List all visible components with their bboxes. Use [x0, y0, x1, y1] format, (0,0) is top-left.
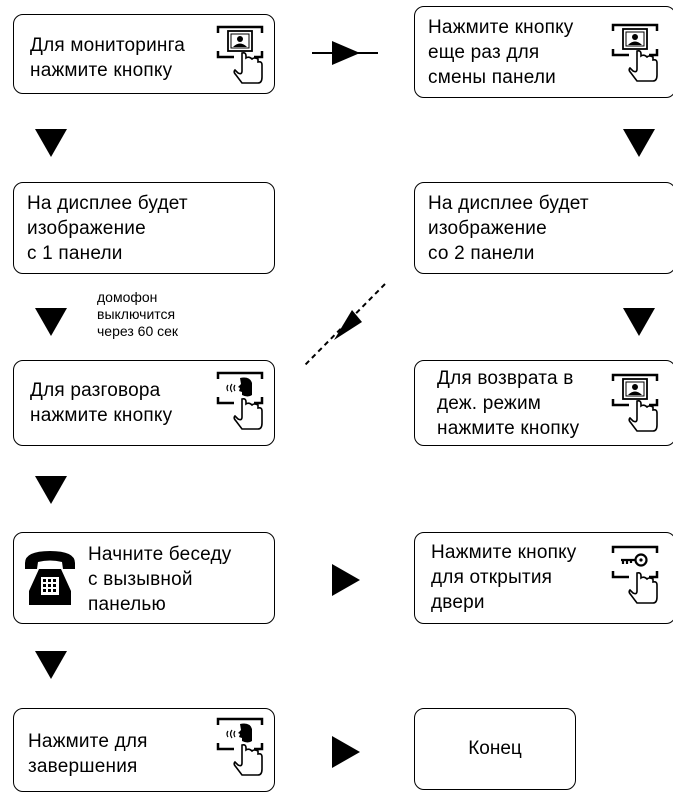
- arrow-down-left-1: [35, 129, 67, 157]
- monitor-button-icon: [611, 373, 659, 432]
- step-return-box: Для возврата в деж. режим нажмите кнопку: [414, 360, 673, 446]
- step-display2-text: На дисплее будет изображение со 2 панели: [428, 193, 589, 264]
- monitor-button-icon: [611, 23, 659, 82]
- arrow-down-left-4: [35, 651, 67, 679]
- arrow-right-row1: [312, 41, 378, 65]
- monitor-button-icon: [216, 25, 264, 84]
- step-talk-text: Для разговора нажмите кнопку: [30, 380, 173, 426]
- step-display1-box: На дисплее будет изображение с 1 панели: [13, 182, 275, 274]
- talk-button-icon: [216, 371, 264, 430]
- arrow-down-left-2: [35, 308, 67, 336]
- step-return-text: Для возврата в деж. режим нажмите кнопку: [437, 368, 580, 439]
- step-finish-text: Нажмите для завершения: [28, 731, 148, 777]
- telephone-icon: [25, 551, 75, 605]
- step-open-door-text: Нажмите кнопку для открытия двери: [431, 542, 577, 613]
- arrow-down-right-2: [623, 308, 655, 336]
- step-converse-box: Начните беседу с вызывной панелью: [13, 532, 275, 624]
- arrow-right-row5: [332, 736, 360, 768]
- step-display1-text: На дисплее будет изображение с 1 панели: [27, 193, 188, 264]
- step-display2-box: На дисплее будет изображение со 2 панели: [414, 182, 673, 274]
- step-end-text: Конец: [468, 738, 522, 759]
- key-button-icon: [611, 545, 659, 604]
- step-talk-box: Для разговора нажмите кнопку: [13, 360, 275, 446]
- step-converse-text: Начните беседу с вызывной панелью: [88, 544, 232, 615]
- arrow-down-left-3: [35, 476, 67, 504]
- arrow-dashed-diagonal: [303, 283, 386, 367]
- talk-button-icon: [216, 717, 264, 776]
- step-monitor-box: Для мониторинга нажмите кнопку: [13, 14, 275, 94]
- step-monitor-text: Для мониторинга нажмите кнопку: [30, 35, 186, 81]
- arrow-down-right-1: [623, 129, 655, 157]
- step-open-door-box: Нажмите кнопку для открытия двери: [414, 532, 673, 624]
- step-finish-box: Нажмите для завершения: [13, 708, 275, 792]
- step-again-text: Нажмите кнопку еще раз для смены панели: [428, 17, 574, 88]
- arrow-right-row4: [332, 564, 360, 596]
- step-end-box: Конец: [414, 708, 576, 790]
- timeout-note: домофон выключится через 60 сек: [97, 289, 179, 339]
- step-again-box: Нажмите кнопку еще раз для смены панели: [414, 6, 673, 98]
